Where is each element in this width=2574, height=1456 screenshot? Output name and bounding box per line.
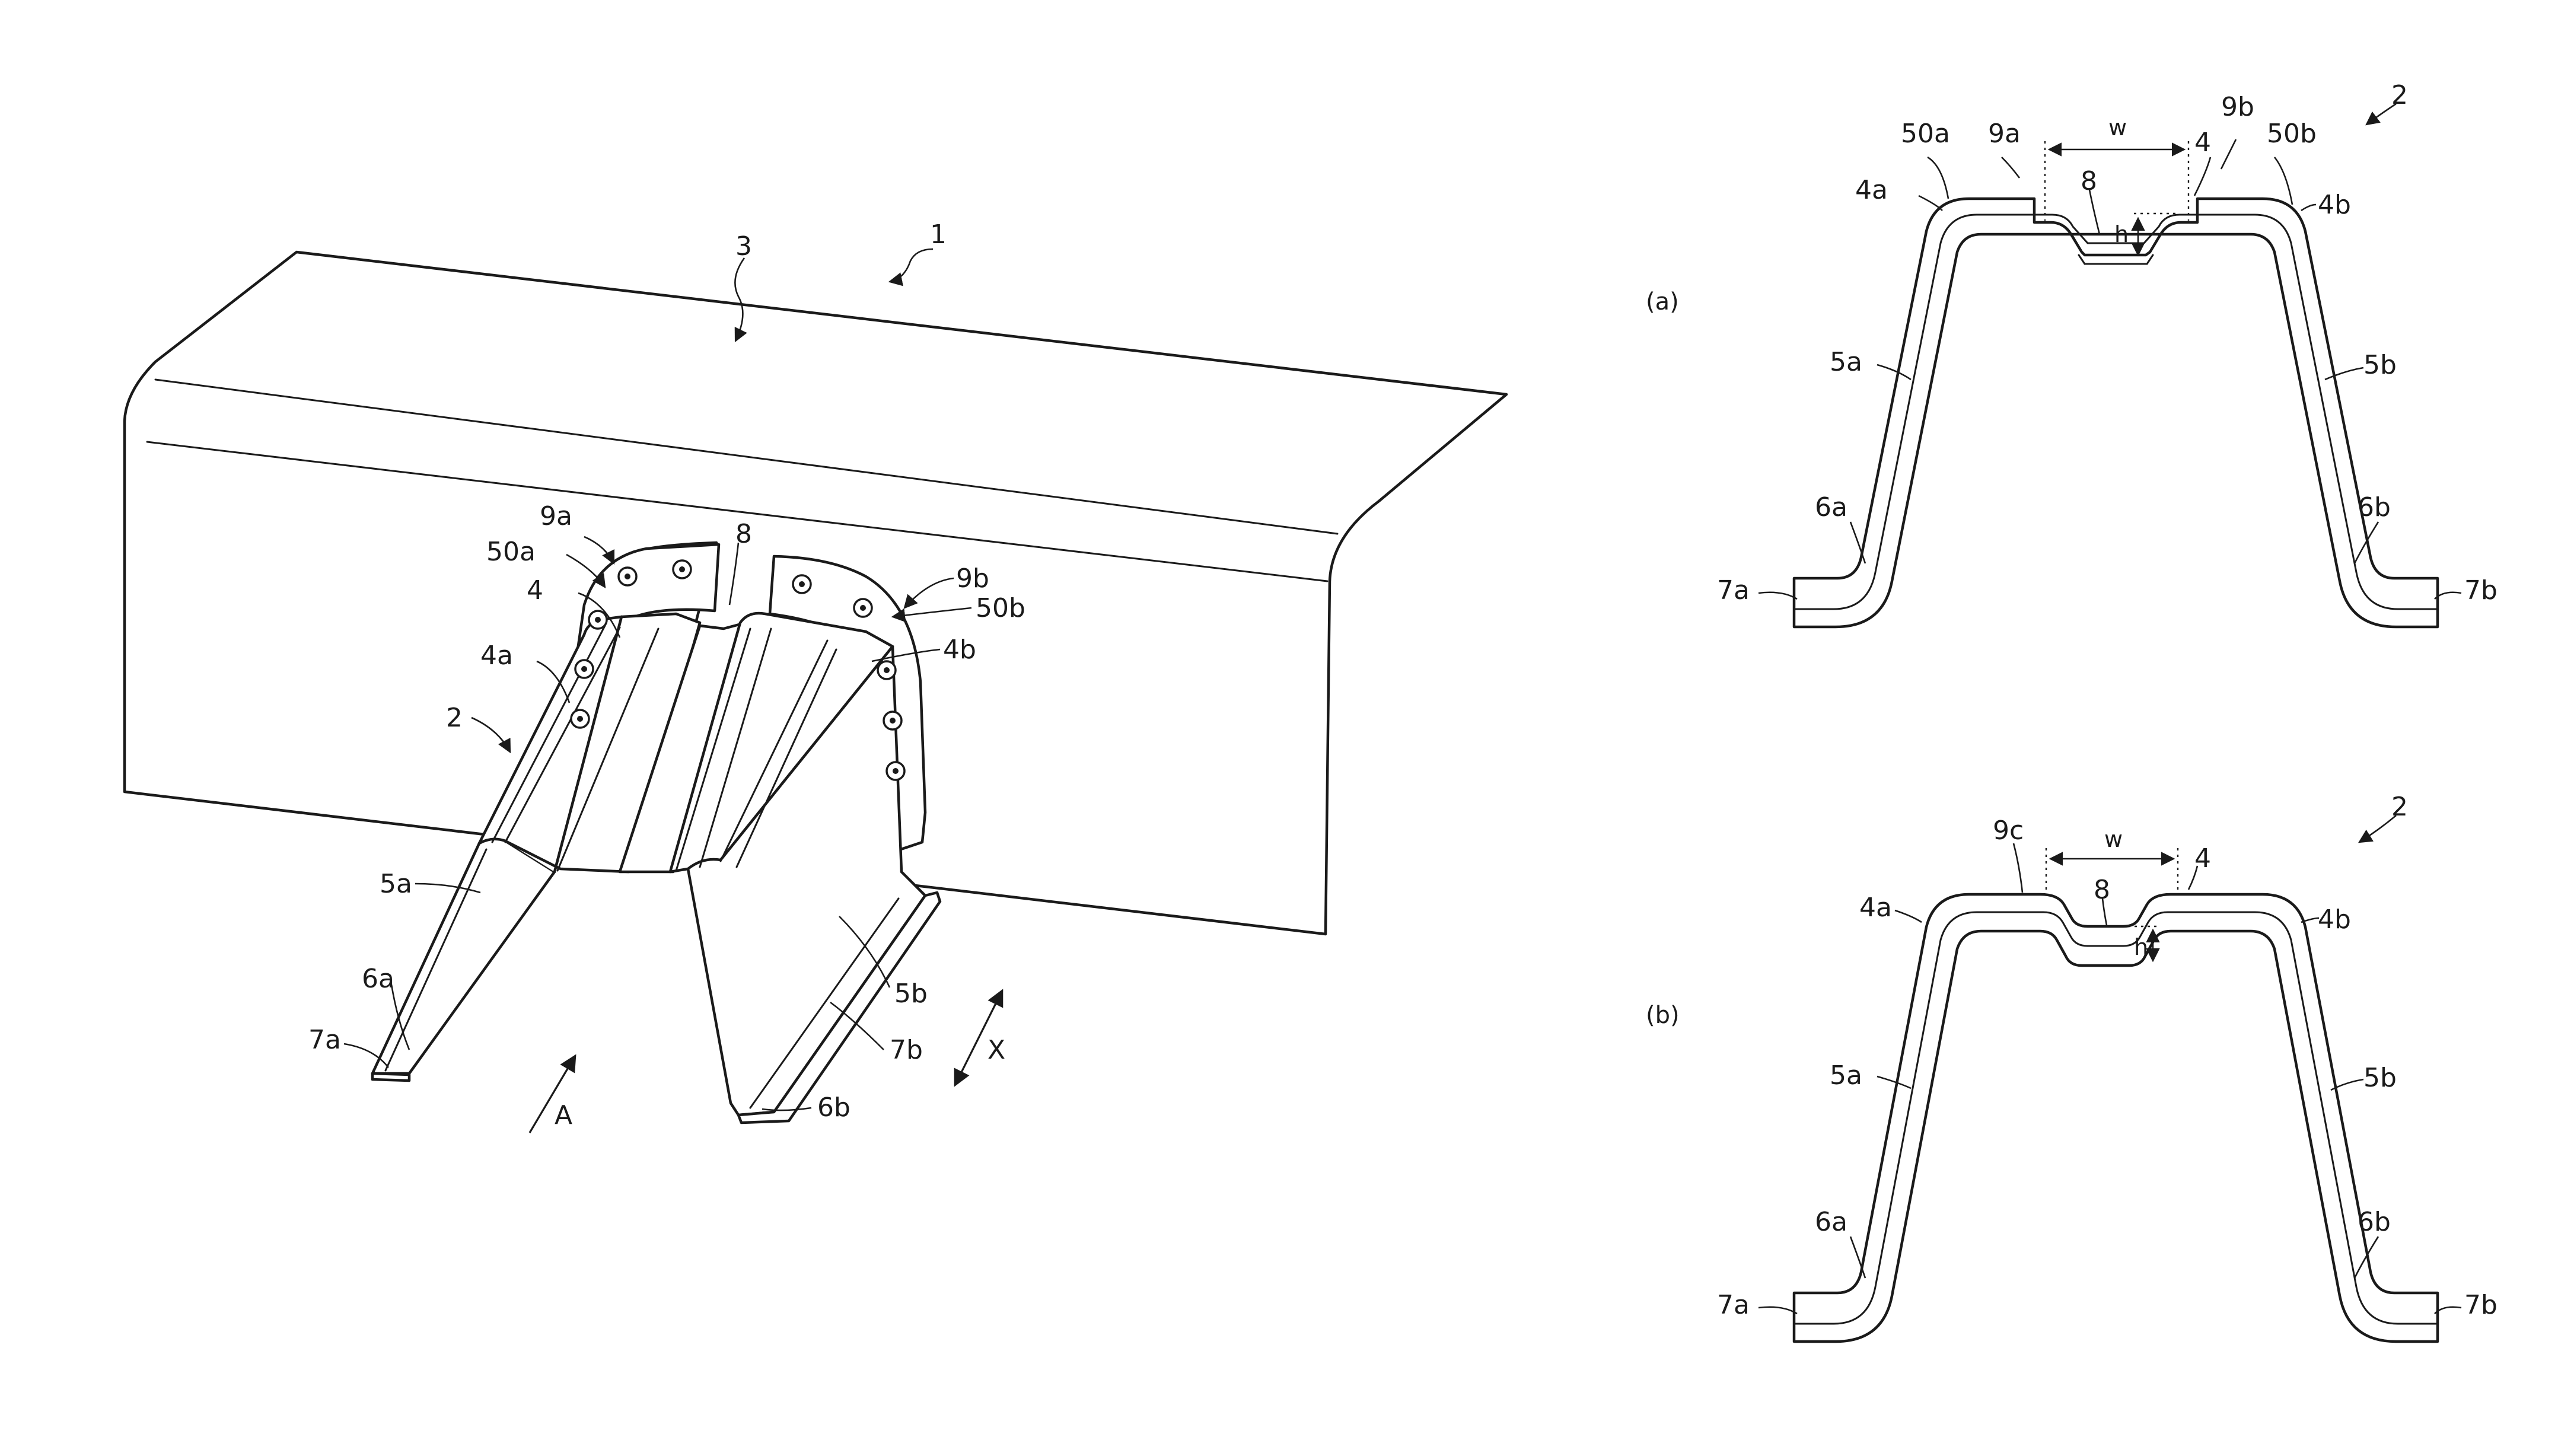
label-b-groove: 8 xyxy=(2094,875,2110,905)
label-ridge-a: 4a xyxy=(480,641,513,671)
label-corner-b: 6b xyxy=(817,1092,850,1123)
label-a-side-a: 5a xyxy=(1830,347,1862,377)
label-a-foot-a: 7a xyxy=(1717,575,1750,606)
label-b-flange-c: 9c xyxy=(1993,815,2024,846)
dim-width-b: w xyxy=(2104,826,2123,852)
label-panel: 3 xyxy=(735,231,752,262)
bolt xyxy=(589,611,607,629)
label-groove: 8 xyxy=(735,519,752,549)
label-a-corner-a: 6a xyxy=(1815,492,1847,522)
label-a-corner-b: 6b xyxy=(2358,492,2391,522)
panel-label-a: (a) xyxy=(1646,288,1679,316)
label-a-flange-a: 9a xyxy=(1988,119,2021,149)
dim-width-a: w xyxy=(2108,114,2127,141)
label-a-ridge-b: 4b xyxy=(2318,190,2351,220)
label-a-member: 2 xyxy=(2391,80,2408,110)
label-b-ridge-b: 4b xyxy=(2318,904,2351,935)
bolt xyxy=(884,712,901,729)
label-b-ridge-a: 4a xyxy=(1859,893,1892,923)
label-b-side-b: 5b xyxy=(2363,1063,2397,1093)
label-corner-a: 6a xyxy=(362,964,394,994)
label-b-top-wall: 4 xyxy=(2194,843,2211,874)
label-flange-b: 9b xyxy=(956,563,989,594)
label-a-top-wall: 4 xyxy=(2194,128,2211,158)
label-side-a: 5a xyxy=(380,869,412,899)
bolt xyxy=(571,710,589,728)
section-a: (a) w h xyxy=(1646,80,2497,627)
label-a-weld-a: 50a xyxy=(1901,119,1950,149)
perspective-view: 1 3 9a 50a 8 4 9b 50b 4a 4b 2 5a 5b 6a 7… xyxy=(125,219,1506,1133)
bolt xyxy=(619,568,636,585)
label-weld-a: 50a xyxy=(486,537,536,567)
label-foot-a: 7a xyxy=(308,1025,341,1055)
label-a-ridge-a: 4a xyxy=(1855,175,1888,205)
label-side-b: 5b xyxy=(894,979,928,1009)
bolt xyxy=(854,599,872,617)
label-b-side-a: 5a xyxy=(1830,1060,1862,1091)
panel-label-b: (b) xyxy=(1646,1002,1680,1029)
dim-height-a: h xyxy=(2114,221,2129,247)
bolt xyxy=(793,575,811,593)
label-b-member: 2 xyxy=(2391,792,2408,822)
label-weld-b: 50b xyxy=(976,593,1025,623)
label-top-wall: 4 xyxy=(527,575,543,606)
label-b-foot-b: 7b xyxy=(2464,1290,2497,1320)
section-a-inner-layer xyxy=(1794,215,2034,609)
section-a-outer-profile xyxy=(1794,199,2438,627)
label-a-groove: 8 xyxy=(2081,166,2097,196)
label-direction-a: A xyxy=(555,1100,572,1130)
bolt xyxy=(887,762,904,780)
label-a-side-b: 5b xyxy=(2363,350,2397,380)
label-a-weld-b: 50b xyxy=(2267,119,2317,149)
section-b: (b) w h 2 9c 4 4a xyxy=(1646,792,2497,1342)
bolt xyxy=(673,560,691,578)
label-ridge-b: 4b xyxy=(943,635,976,665)
label-direction-x: X xyxy=(987,1035,1005,1065)
label-a-foot-b: 7b xyxy=(2464,575,2497,606)
section-b-outer-profile xyxy=(1794,894,2438,1342)
label-foot-b: 7b xyxy=(890,1035,923,1065)
label-member: 2 xyxy=(446,703,463,733)
bolt xyxy=(575,660,593,678)
label-b-corner-a: 6a xyxy=(1815,1207,1847,1237)
label-b-foot-a: 7a xyxy=(1717,1290,1750,1320)
label-assembly: 1 xyxy=(930,219,947,250)
label-a-flange-b: 9b xyxy=(2221,92,2254,122)
label-b-corner-b: 6b xyxy=(2358,1207,2391,1237)
dim-height-b: h xyxy=(2134,934,2148,960)
bolt xyxy=(878,661,896,679)
channel-member xyxy=(372,613,940,1123)
label-flange-a: 9a xyxy=(540,501,572,531)
